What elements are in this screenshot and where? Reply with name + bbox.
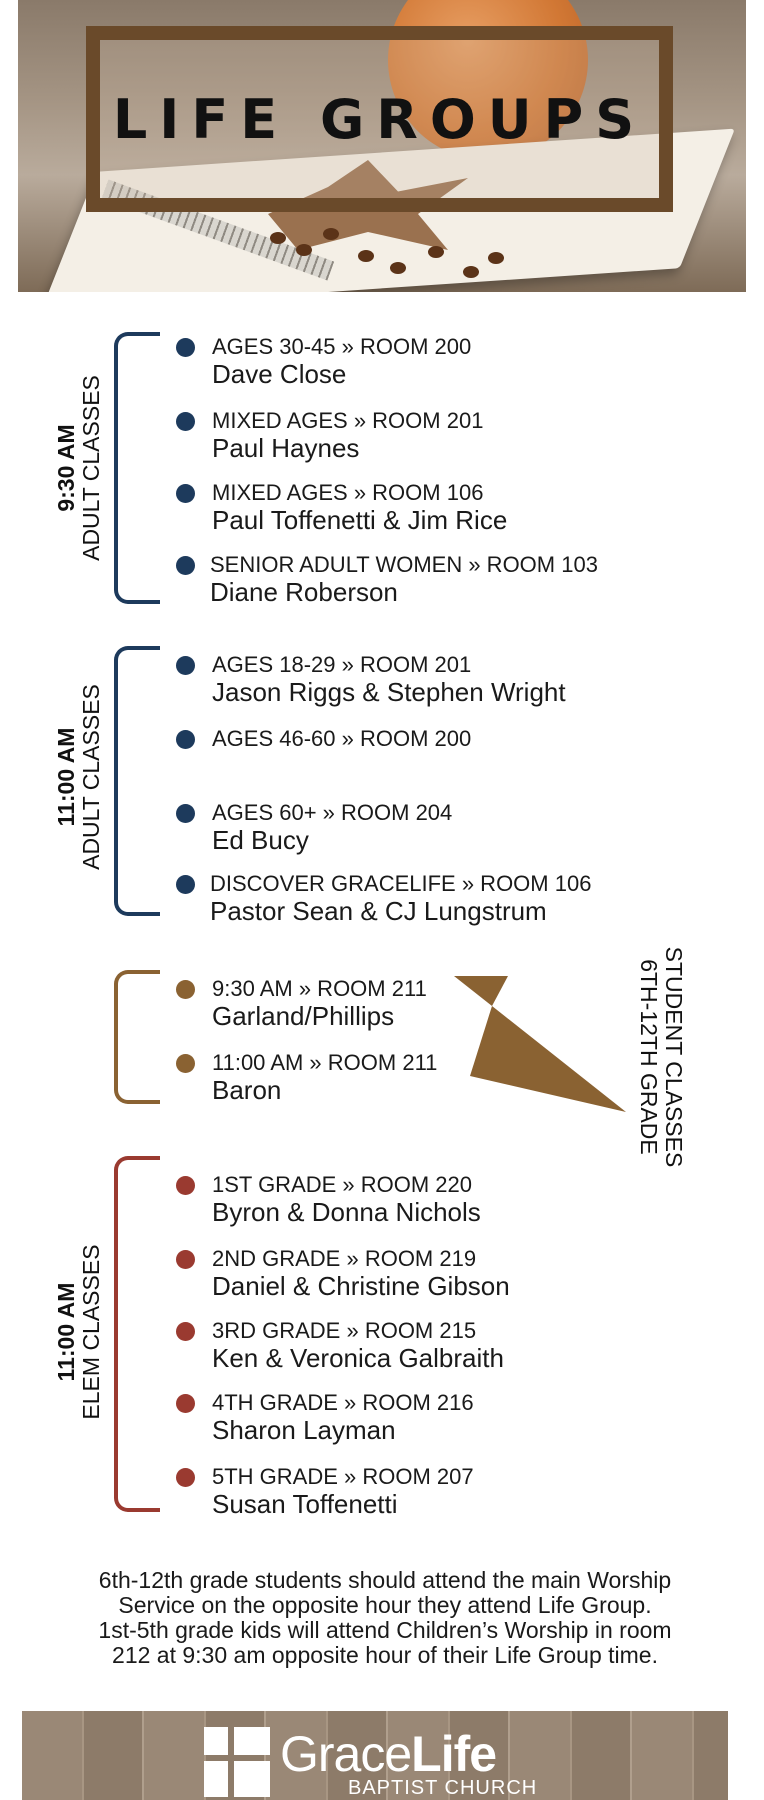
item-leaders: Daniel & Christine Gibson: [212, 1271, 510, 1301]
item-leaders: Susan Toffenetti: [212, 1489, 398, 1519]
elem-bracket: [114, 1156, 160, 1512]
bullet-icon: [176, 730, 195, 749]
elem-label: 11:00 AM ELEM CLASSES: [53, 1232, 105, 1432]
bullet-icon: [176, 804, 195, 823]
adult-930-bracket: [114, 332, 160, 604]
item-leaders: Garland/Phillips: [212, 1001, 395, 1031]
item-leaders: Ed Bucy: [212, 825, 309, 855]
header-banner: LIFE GROUPS: [18, 0, 746, 292]
item-leaders: Diane Roberson: [210, 577, 398, 607]
section-time: 11:00 AM: [53, 727, 79, 827]
item-leaders: Paul Haynes: [212, 433, 360, 463]
student-label: STUDENT CLASSES 6TH-12TH GRADE: [635, 944, 687, 1170]
item-room: AGES 46-60 » ROOM 200: [212, 726, 472, 751]
note-line: Service on the opposite hour they attend…: [118, 1592, 652, 1618]
pointer-arrow-icon: [454, 976, 626, 1112]
item-leaders: Sharon Layman: [212, 1415, 396, 1445]
bullet-icon: [176, 980, 195, 999]
coffee-bean: [323, 228, 339, 240]
bullet-icon: [176, 656, 195, 675]
item-room: AGES 30-45 » ROOM 200: [212, 334, 472, 359]
item-room: MIXED AGES » ROOM 106: [212, 480, 484, 505]
section-kind: ELEM CLASSES: [78, 1244, 105, 1420]
bullet-icon: [176, 412, 195, 431]
item-leaders: Pastor Sean & CJ Lungstrum: [210, 896, 547, 926]
footer-note: 6th-12th grade students should attend th…: [40, 1568, 730, 1668]
brand-subtitle: BAPTIST CHURCH: [348, 1777, 538, 1799]
item-leaders: Paul Toffenetti & Jim Rice: [212, 505, 508, 535]
note-line: 212 at 9:30 am opposite hour of their Li…: [112, 1642, 658, 1668]
item-room: 11:00 AM » ROOM 211: [212, 1050, 438, 1075]
section-time: 11:00 AM: [53, 1282, 79, 1382]
brand-name: GraceLife: [280, 1725, 497, 1783]
item-room: AGES 60+ » ROOM 204: [212, 800, 453, 825]
coffee-bean: [428, 246, 444, 258]
adult-1100-bracket: [114, 646, 160, 916]
item-room: 5TH GRADE » ROOM 207: [212, 1464, 474, 1489]
section-kind: STUDENT CLASSES: [661, 946, 687, 1168]
coffee-bean: [358, 250, 374, 262]
item-leaders: Dave Close: [212, 359, 347, 389]
bullet-icon: [176, 875, 195, 894]
footer-banner: GraceLife BAPTIST CHURCH: [22, 1711, 728, 1800]
item-leaders: Ken & Veronica Galbraith: [212, 1343, 504, 1373]
item-room: 4TH GRADE » ROOM 216: [212, 1390, 474, 1415]
adult-930-label: 9:30 AM ADULT CLASSES: [53, 358, 105, 578]
item-leaders: Jason Riggs & Stephen Wright: [212, 677, 566, 707]
coffee-bean: [270, 232, 286, 244]
bullet-icon: [176, 1322, 195, 1341]
item-leaders: Byron & Donna Nichols: [212, 1197, 481, 1227]
coffee-bean: [488, 252, 504, 264]
item-leaders: Baron: [212, 1075, 282, 1105]
bullet-icon: [176, 1468, 195, 1487]
section-grades: 6TH-12TH GRADE: [635, 959, 662, 1155]
adult-1100-label: 11:00 AM ADULT CLASSES: [53, 662, 105, 892]
coffee-bean: [296, 244, 312, 256]
section-kind: ADULT CLASSES: [78, 375, 105, 561]
item-room: AGES 18-29 » ROOM 201: [212, 652, 472, 677]
bullet-icon: [176, 1394, 195, 1413]
bullet-icon: [176, 556, 195, 575]
item-room: 9:30 AM » ROOM 211: [212, 976, 427, 1001]
bullet-icon: [176, 1250, 195, 1269]
brand-light: Grace: [280, 1726, 412, 1782]
item-room: 2ND GRADE » ROOM 219: [212, 1246, 477, 1271]
item-room: DISCOVER GRACELIFE » ROOM 106: [210, 871, 592, 896]
brand-bold: Life: [411, 1726, 497, 1782]
page-title: LIFE GROUPS: [112, 87, 647, 151]
item-room: 3RD GRADE » ROOM 215: [212, 1318, 477, 1343]
bullet-icon: [176, 484, 195, 503]
coffee-bean: [390, 262, 406, 274]
item-room: 1ST GRADE » ROOM 220: [212, 1172, 473, 1197]
title-frame: [86, 26, 673, 212]
section-time: 9:30 AM: [53, 424, 79, 512]
note-line: 1st-5th grade kids will attend Children’…: [98, 1617, 672, 1643]
bullet-icon: [176, 1176, 195, 1195]
section-kind: ADULT CLASSES: [78, 684, 105, 870]
bullet-icon: [176, 338, 195, 357]
note-line: 6th-12th grade students should attend th…: [98, 1567, 672, 1593]
item-room: MIXED AGES » ROOM 201: [212, 408, 484, 433]
bullet-icon: [176, 1054, 195, 1073]
cross-logo-icon: [204, 1727, 270, 1797]
item-room: SENIOR ADULT WOMEN » ROOM 103: [210, 552, 598, 577]
coffee-bean: [463, 266, 479, 278]
student-bracket: [114, 970, 160, 1104]
